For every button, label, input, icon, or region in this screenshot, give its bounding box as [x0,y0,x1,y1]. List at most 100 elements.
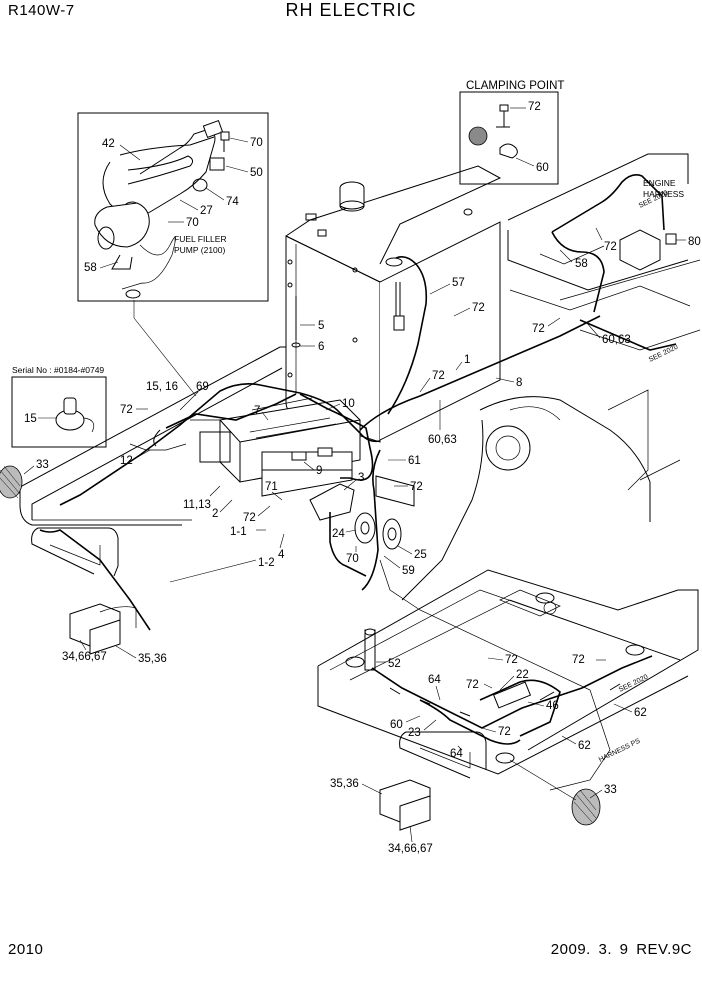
headlamp-upper [0,465,137,655]
clamping-point-inset: CLAMPING POINT 72 60 [459,80,564,185]
svg-text:72: 72 [243,512,256,524]
svg-text:62: 62 [578,740,591,752]
svg-text:1: 1 [464,354,470,366]
svg-text:70: 70 [186,217,199,229]
svg-text:4: 4 [278,549,285,561]
headlamp-lower [379,779,601,831]
svg-text:1-1: 1-1 [230,526,247,538]
horn-icon [382,518,402,550]
svg-text:FUEL FILLER: FUEL FILLER [174,234,227,244]
svg-text:PUMP (2100): PUMP (2100) [174,245,226,255]
svg-text:33: 33 [36,459,49,471]
svg-text:72: 72 [572,654,585,666]
screw-icon [220,131,230,141]
svg-text:34,66,67: 34,66,67 [388,843,433,855]
clamp-icon [499,143,518,159]
svg-text:72: 72 [432,370,445,382]
svg-text:57: 57 [452,277,465,289]
upper-wiring [39,174,677,631]
svg-text:5: 5 [318,320,324,332]
svg-text:70: 70 [346,553,359,565]
svg-text:72: 72 [604,241,617,253]
revision-date: 2009. 3. 9 REV.9C [550,941,692,958]
svg-text:27: 27 [200,205,213,217]
svg-text:60: 60 [390,719,403,731]
clamp-hole-icon [468,126,488,146]
bolt-icon [499,104,509,127]
svg-text:12: 12 [120,455,133,467]
svg-text:HARNESS: HARNESS [643,189,684,199]
bracket-icon [209,157,225,171]
svg-text:33: 33 [604,784,617,796]
svg-text:23: 23 [408,727,421,739]
svg-text:50: 50 [250,167,263,179]
horns [309,475,415,550]
svg-text:62: 62 [634,707,647,719]
svg-text:11,13: 11,13 [183,499,211,511]
svg-text:34,66,67: 34,66,67 [62,651,107,663]
svg-text:69: 69 [196,381,209,393]
level-sender-icon [385,257,403,267]
fuel-tank [285,165,502,443]
svg-text:72: 72 [532,323,545,335]
svg-text:61: 61 [408,455,421,467]
svg-text:72: 72 [472,302,485,314]
svg-text:72: 72 [120,404,133,416]
serial-inset: Serial No : #0184-#0749 15 [11,365,107,448]
lower-wiring [371,559,653,791]
svg-text:70: 70 [250,137,263,149]
svg-text:24: 24 [332,528,345,540]
reflector-icon [571,788,601,826]
svg-text:42: 42 [102,138,115,150]
svg-text:35,36: 35,36 [138,653,167,665]
svg-text:64: 64 [428,674,441,686]
svg-text:74: 74 [226,196,239,208]
svg-text:35,36: 35,36 [330,778,359,790]
svg-text:72: 72 [410,481,423,493]
svg-text:22: 22 [516,669,529,681]
serial-title: Serial No : #0184-#0749 [12,365,104,375]
svg-text:59: 59 [402,565,415,577]
relay-icon [492,681,532,709]
svg-text:72: 72 [505,654,518,666]
page-number: 2010 [8,941,44,958]
svg-text:3: 3 [358,472,364,484]
clamping-point-title: CLAMPING POINT [466,80,564,92]
svg-text:6: 6 [318,341,324,353]
svg-text:64: 64 [450,748,463,760]
svg-text:80: 80 [688,236,701,248]
svg-text:58: 58 [84,262,97,274]
pump-motor-icon [94,202,150,248]
svg-text:58: 58 [575,258,588,270]
svg-text:15, 16: 15, 16 [146,381,178,393]
svg-text:72: 72 [498,726,511,738]
svg-text:72: 72 [466,679,479,691]
fuel-filler-pump-inset: 42 70 50 74 27 70 58 FUEL FILLER PUMP (2… [77,112,269,397]
svg-text:60,63: 60,63 [428,434,457,446]
svg-text:SEE 2020: SEE 2020 [618,674,649,694]
svg-text:60: 60 [536,162,549,174]
svg-text:9: 9 [316,465,322,477]
model-code: R140W-7 [8,2,75,19]
page-title: RH ELECTRIC [285,0,417,20]
svg-text:10: 10 [342,398,355,410]
svg-text:2: 2 [212,508,218,520]
svg-text:ENGINE: ENGINE [643,178,676,188]
svg-text:1-2: 1-2 [258,557,275,569]
svg-text:46: 46 [546,700,559,712]
clamp-ring-icon [192,178,208,192]
svg-text:8: 8 [516,377,522,389]
batteries [190,397,361,497]
horn-icon [354,512,376,544]
svg-text:72: 72 [528,101,541,113]
ground-terminal-icon [125,289,141,299]
svg-text:25: 25 [414,549,427,561]
svg-text:71: 71 [265,481,278,493]
svg-text:7: 7 [254,405,260,417]
svg-text:52: 52 [388,658,401,670]
lower-box [317,569,699,779]
svg-text:15: 15 [24,413,37,425]
svg-text:HARNESS PS: HARNESS PS [598,738,642,764]
svg-text:60,63: 60,63 [602,334,631,346]
